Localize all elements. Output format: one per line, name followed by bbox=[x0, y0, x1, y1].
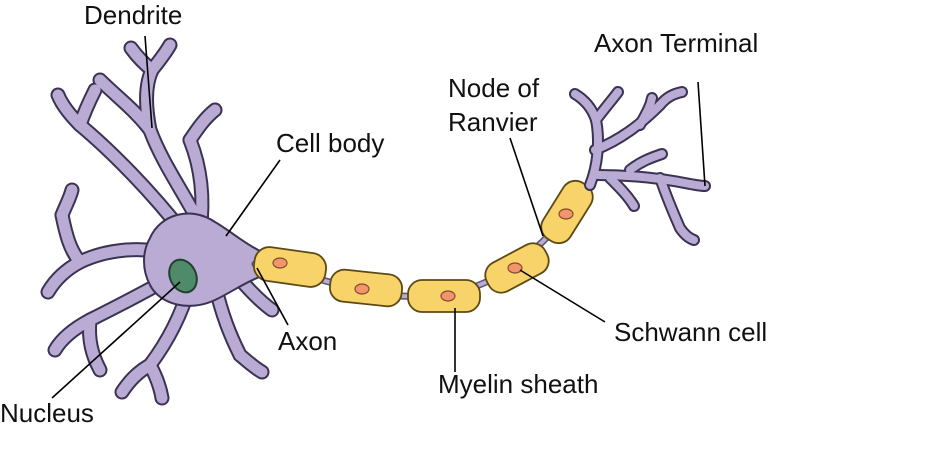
axon-terminal-branches bbox=[569, 86, 711, 246]
node-of-ranvier-label-line1: Node of bbox=[448, 73, 540, 103]
leader-lines bbox=[51, 35, 706, 399]
cell-nucleus-shape bbox=[168, 258, 198, 294]
schwann-nucleus bbox=[272, 257, 288, 269]
axon-label: Axon bbox=[278, 326, 337, 356]
schwann-cell-label: Schwann cell bbox=[614, 317, 767, 347]
dendrite-label: Dendrite bbox=[84, 0, 182, 30]
cell-body-leader bbox=[225, 159, 281, 237]
axon-leader bbox=[256, 267, 289, 326]
axon-terminal-label: Axon Terminal bbox=[594, 28, 758, 58]
myelin-segment bbox=[253, 246, 327, 288]
myelin-sheath-label: Myelin sheath bbox=[438, 369, 598, 399]
nucleus-leader bbox=[51, 281, 181, 399]
schwann-nucleus bbox=[558, 208, 574, 220]
dendrites bbox=[40, 37, 280, 406]
labels: Dendrite Cell body Nucleus Axon Node of … bbox=[0, 0, 767, 428]
node-of-ranvier-leader bbox=[509, 137, 544, 237]
schwann-nucleus bbox=[440, 290, 456, 302]
node-of-ranvier-label-line2: Ranvier bbox=[448, 107, 538, 137]
schwann-nucleus bbox=[507, 262, 523, 274]
cell-body-label: Cell body bbox=[276, 128, 384, 158]
schwann-nucleus bbox=[354, 283, 370, 295]
nucleus-label: Nucleus bbox=[0, 398, 94, 428]
dendrite-leader bbox=[144, 35, 153, 129]
axon-terminal-leader bbox=[697, 81, 706, 187]
myelin-sheath-segments bbox=[253, 179, 594, 313]
schwann-cell-leader bbox=[519, 269, 606, 323]
